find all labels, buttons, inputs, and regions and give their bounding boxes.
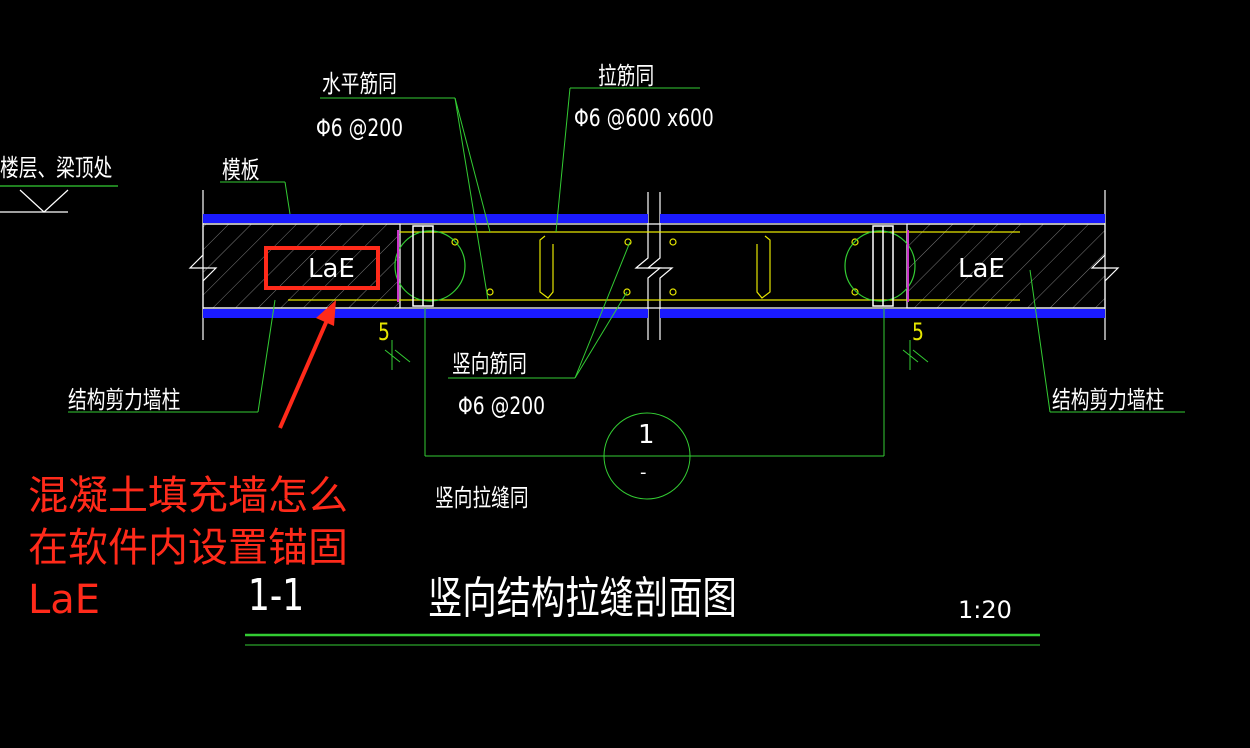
shear-wall-left-label: 结构剪力墙柱 bbox=[68, 386, 181, 414]
vertical-bar-label: 竖向筋同 bbox=[452, 350, 527, 378]
dim-right-label: 5 bbox=[912, 318, 924, 346]
lae-highlight-box bbox=[264, 246, 380, 290]
shear-wall-right bbox=[906, 223, 1106, 309]
anchor-column-left bbox=[394, 225, 466, 307]
dim-left-label: 5 bbox=[378, 318, 390, 346]
detail-sheet: - bbox=[640, 462, 647, 483]
annotation-line-3: LaE bbox=[28, 577, 101, 623]
shear-wall-left bbox=[202, 223, 401, 309]
drawing-scale: 1:20 bbox=[958, 596, 1012, 624]
annotation-line-1: 混凝土填充墙怎么 bbox=[28, 473, 348, 519]
lae-right-label: LaE bbox=[958, 254, 1005, 284]
annotation-arrow bbox=[278, 300, 336, 429]
shear-wall-right-label: 结构剪力墙柱 bbox=[1052, 386, 1165, 414]
wall-outline bbox=[188, 190, 1120, 340]
lae-left-label: LaE bbox=[308, 254, 355, 284]
section-mark: 1-1 bbox=[248, 570, 305, 621]
tie-bar-spec: Φ6 @600 x600 bbox=[574, 104, 714, 132]
rebar bbox=[288, 231, 1020, 301]
detail-number: 1 bbox=[638, 420, 655, 450]
anchor-column-right bbox=[844, 225, 916, 307]
formwork-label: 模板 bbox=[222, 156, 260, 184]
center-seam bbox=[634, 192, 674, 340]
floor-beam-top-label: 楼层、梁顶处 bbox=[0, 154, 113, 182]
annotation-line-2: 在软件内设置锚固 bbox=[28, 525, 348, 571]
drawing-title: 竖向结构拉缝剖面图 bbox=[428, 573, 737, 624]
horizontal-bar-label: 水平筋同 bbox=[322, 70, 397, 98]
title-underline bbox=[245, 633, 1040, 646]
horizontal-bar-spec: Φ6 @200 bbox=[316, 114, 404, 142]
tie-bar-label: 拉筋同 bbox=[598, 62, 655, 90]
annotation-text: 混凝土填充墙怎么 在软件内设置锚固 LaE bbox=[28, 470, 348, 626]
level-marker bbox=[0, 185, 118, 213]
leader-lines bbox=[68, 87, 1185, 500]
vertical-seam-label: 竖向拉缝同 bbox=[435, 484, 529, 512]
vertical-bar-spec: Φ6 @200 bbox=[458, 392, 546, 420]
